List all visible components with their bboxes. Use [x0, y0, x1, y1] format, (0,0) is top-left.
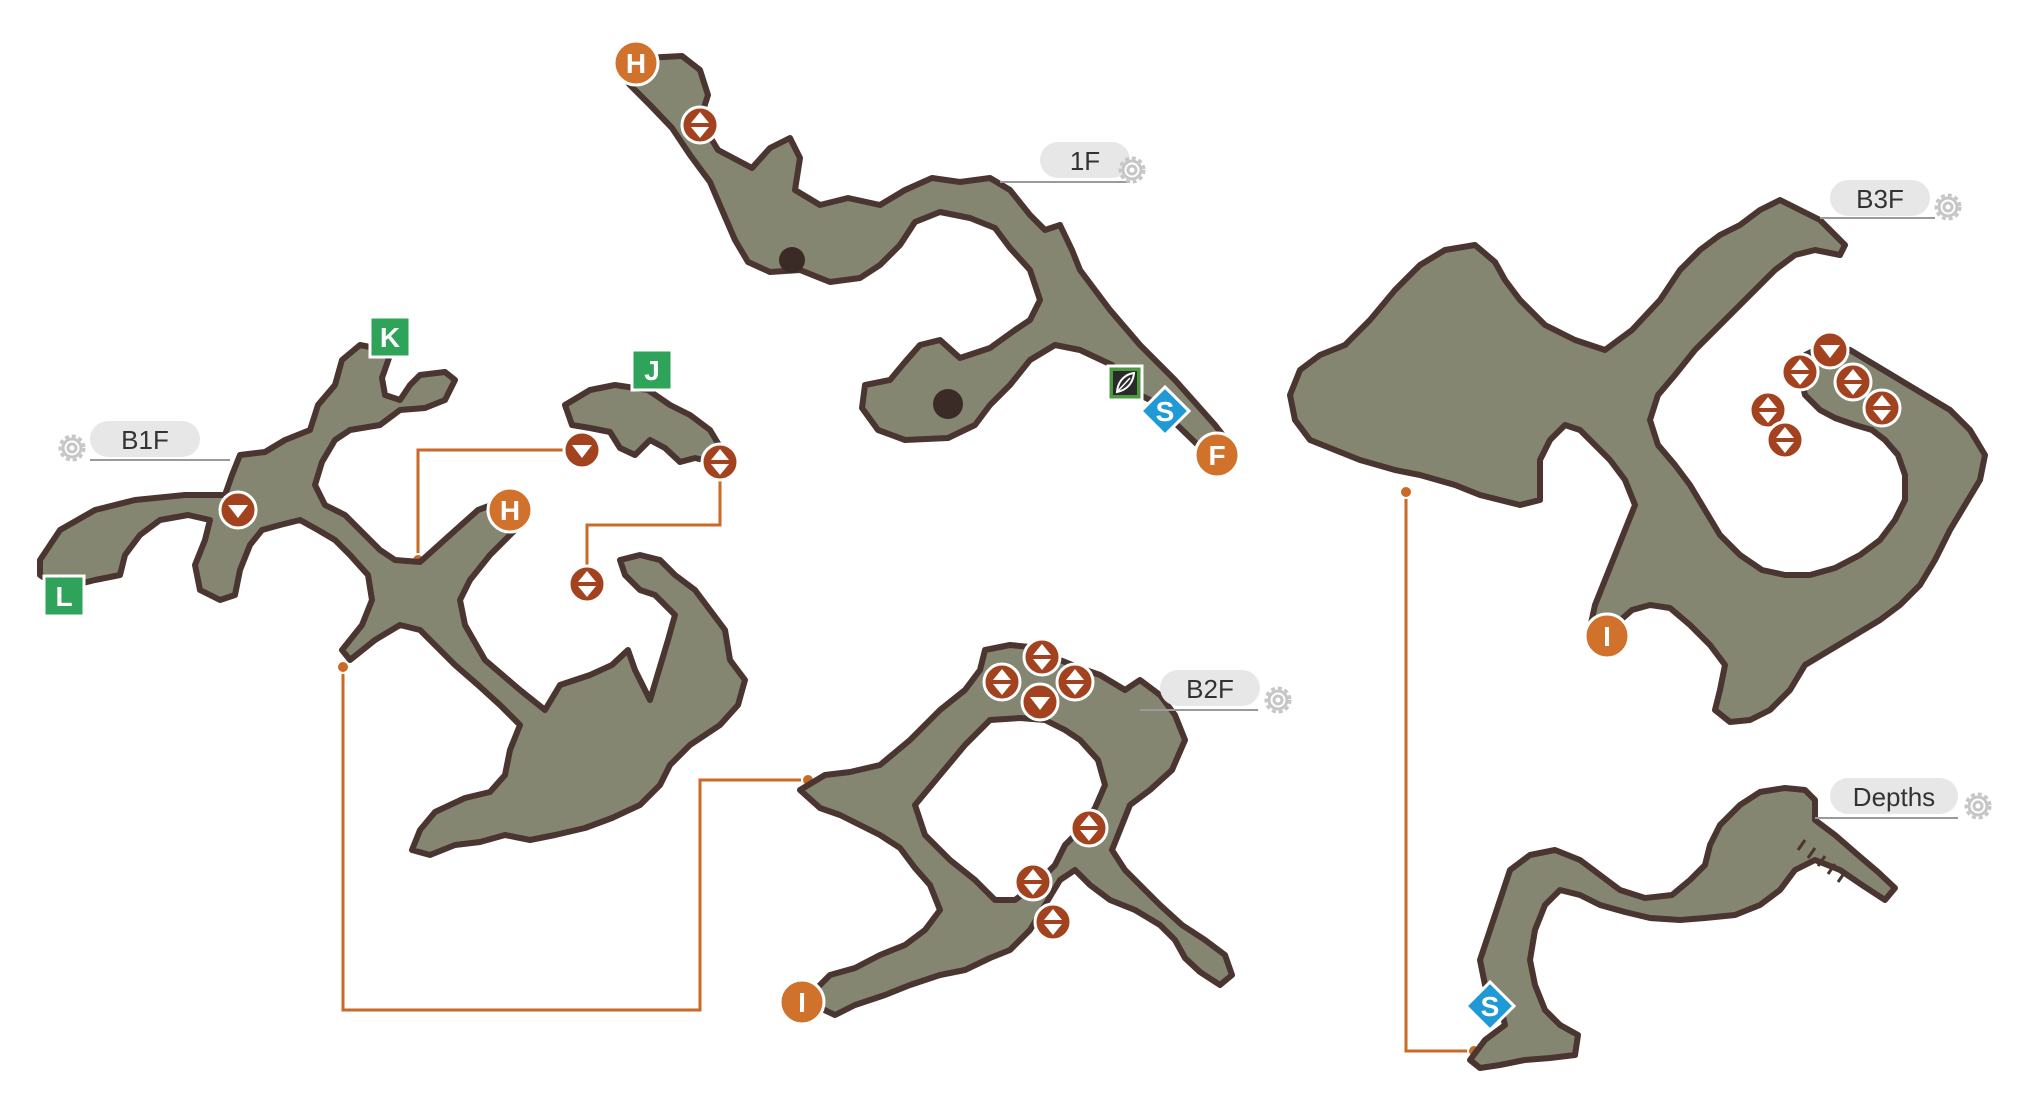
marker-k-b1f[interactable]: K — [368, 315, 412, 359]
floor-label-text: B2F — [1186, 674, 1234, 704]
floor-b1f-area — [37, 342, 748, 858]
leaf-icon[interactable] — [1106, 364, 1144, 402]
depths-bridge — [1796, 839, 1847, 883]
stairs-down-icon[interactable] — [562, 430, 602, 470]
stairs-up-down-icon[interactable] — [1862, 388, 1902, 428]
svg-text:S: S — [1481, 991, 1500, 1022]
floor-label-text: 1F — [1070, 146, 1100, 176]
svg-text:H: H — [626, 48, 646, 79]
stairs-up-down-icon[interactable] — [1765, 420, 1805, 460]
floor-label-b3f[interactable]: B3F — [1820, 180, 1962, 221]
stairs-up-down-icon[interactable] — [1833, 362, 1873, 402]
floor-depths-area — [1467, 785, 1898, 1071]
stairs-up-down-icon[interactable] — [700, 442, 740, 482]
marker-l-b1f[interactable]: L — [42, 574, 86, 618]
stairs-down-icon[interactable] — [1810, 330, 1850, 370]
marker-s-1f[interactable]: S — [1138, 384, 1192, 438]
svg-text:K: K — [380, 322, 400, 353]
gear-icon[interactable] — [1264, 686, 1292, 714]
stairs-down-icon[interactable] — [1020, 682, 1060, 722]
floor-label-b1f[interactable]: B1F — [58, 421, 230, 462]
svg-text:H: H — [500, 495, 520, 526]
marker-i-b3f[interactable]: I — [1583, 612, 1631, 660]
marker-h-b1f[interactable]: H — [486, 486, 534, 534]
stairs-up-down-icon[interactable] — [1013, 862, 1053, 902]
gear-icon[interactable] — [1934, 193, 1962, 221]
stairs-up-down-icon[interactable] — [567, 564, 607, 604]
svg-text:S: S — [1156, 396, 1175, 427]
stairs-up-down-icon[interactable] — [1780, 352, 1820, 392]
stairs-up-down-icon[interactable] — [1022, 637, 1062, 677]
marker-h-1f[interactable]: H — [612, 39, 660, 87]
floor-label-depths[interactable]: Depths — [1815, 778, 1992, 820]
marker-j-b1f[interactable]: J — [630, 348, 674, 392]
svg-text:F: F — [1208, 440, 1225, 471]
stairs-up-down-icon[interactable] — [1055, 662, 1095, 702]
stairs-up-down-icon[interactable] — [982, 662, 1022, 702]
svg-text:J: J — [644, 355, 660, 386]
floor-b3f — [1287, 197, 1988, 725]
floor-label-b2f[interactable]: B2F — [1140, 670, 1292, 714]
stairs-up-down-icon[interactable] — [1069, 808, 1109, 848]
floor-b3f-area — [1287, 197, 1988, 725]
stairs-up-down-icon[interactable] — [1033, 902, 1073, 942]
floor-1f-area — [617, 53, 1228, 455]
marker-f-1f[interactable]: F — [1193, 431, 1241, 479]
floor-depths — [1467, 785, 1898, 1071]
svg-text:L: L — [55, 581, 72, 612]
floor-label-1f[interactable]: 1F — [1000, 142, 1146, 184]
stairs-down-icon[interactable] — [218, 490, 258, 530]
floor-label-text: B3F — [1856, 184, 1904, 214]
gear-icon[interactable] — [1964, 792, 1992, 820]
gear-icon[interactable] — [58, 434, 86, 462]
marker-s-depths[interactable]: S — [1463, 979, 1517, 1033]
svg-text:I: I — [1603, 621, 1611, 652]
stairs-up-down-icon[interactable] — [680, 105, 720, 145]
svg-text:I: I — [798, 987, 806, 1018]
floor-1f — [617, 53, 1228, 455]
floor-label-text: Depths — [1853, 782, 1935, 812]
floor-label-text: B1F — [121, 425, 169, 455]
marker-i-b2f[interactable]: I — [778, 978, 826, 1026]
